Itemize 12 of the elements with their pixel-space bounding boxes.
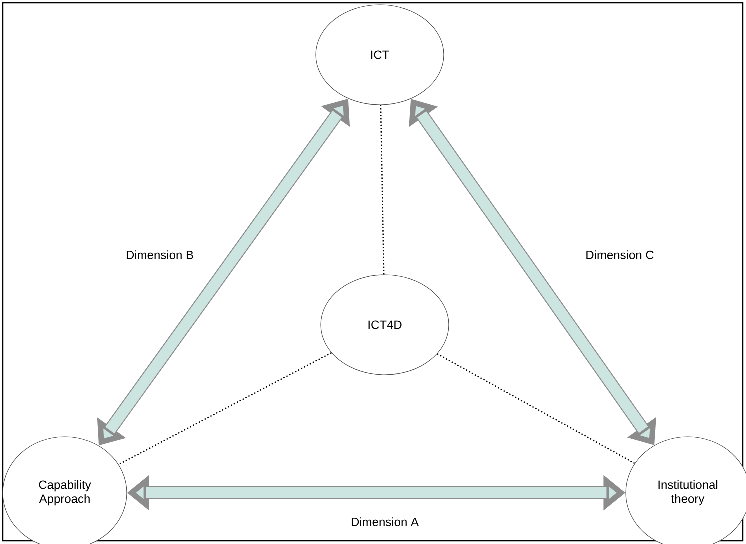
dotted-line: [380, 105, 385, 275]
ellipse-node: Capability Approach: [2, 436, 128, 544]
ellipse-node: ICT: [316, 4, 444, 106]
edge-label: Dimension A: [350, 516, 420, 528]
ellipse-node: ICT4D: [320, 274, 450, 376]
edge-label: Dimension C: [584, 250, 656, 260]
node-label: Capability Approach: [39, 480, 92, 506]
dotted-line: [437, 354, 636, 464]
dotted-line: [118, 352, 332, 466]
edge-label: Dimension B: [125, 250, 196, 260]
ellipse-node: Institutional theory: [626, 436, 746, 544]
node-label: Institutional theory: [658, 480, 718, 506]
